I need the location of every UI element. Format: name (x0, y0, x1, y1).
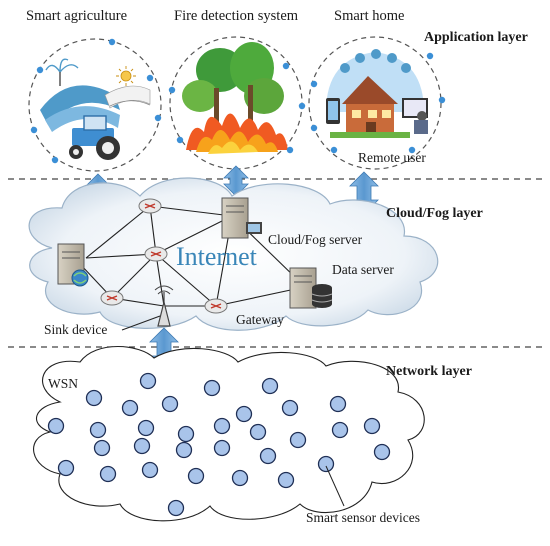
sensor-node (259, 447, 277, 465)
sensor-node (133, 437, 151, 455)
sensor-node (187, 467, 205, 485)
sensor-node (329, 395, 347, 413)
label-fire-detection: Fire detection system (174, 8, 299, 24)
label-remote-user: Remote user (358, 150, 426, 165)
app-circle-fire (168, 36, 306, 174)
sensor-node (331, 421, 349, 439)
label-cloud-fog-layer: Cloud/Fog layer (386, 206, 483, 221)
label-application-layer: Application layer (424, 30, 528, 45)
router-center (144, 246, 168, 262)
sensor-node (277, 471, 295, 489)
internet-cloud (28, 177, 439, 331)
sensor-node (203, 379, 221, 397)
router-gateway (204, 298, 228, 314)
sensor-node (231, 469, 249, 487)
label-smart-sensor-devices: Smart sensor devices (306, 510, 420, 525)
sink-device-icon (154, 285, 174, 327)
label-gateway: Gateway (236, 312, 284, 327)
sensor-node (93, 439, 111, 457)
sensor-node (373, 443, 391, 461)
cloud-fog-server-icon (221, 197, 262, 239)
label-internet: Internet (176, 242, 257, 271)
sensor-node (85, 389, 103, 407)
sensor-nodes (47, 372, 391, 517)
label-network-layer: Network layer (386, 364, 472, 379)
label-cloud-fog-server: Cloud/Fog server (268, 232, 363, 247)
sensor-node (249, 423, 267, 441)
web-server-icon (57, 243, 89, 287)
network-links (79, 205, 301, 307)
label-wsn: WSN (48, 376, 78, 391)
sensor-node (57, 459, 75, 477)
sensor-node (167, 499, 185, 517)
sensor-node (175, 441, 193, 459)
router-top (138, 198, 162, 214)
label-sink-device: Sink device (44, 322, 108, 337)
sensor-node (47, 417, 65, 435)
sensor-node (281, 399, 299, 417)
label-data-server: Data server (332, 262, 394, 277)
sensor-node (213, 439, 231, 457)
sensor-node (235, 405, 253, 423)
data-server-icon (289, 267, 333, 309)
wsn-cloud (33, 345, 425, 522)
sensor-node (99, 465, 117, 483)
sensor-node (213, 417, 231, 435)
sink-device-pointer (121, 315, 161, 331)
sensor-node (137, 419, 155, 437)
label-smart-agriculture: Smart agriculture (26, 8, 128, 24)
sensor-node (363, 417, 381, 435)
sensor-node (289, 431, 307, 449)
sensor-node (317, 455, 335, 473)
sensor-node (177, 425, 195, 443)
sensor-node (89, 421, 107, 439)
sensor-node (261, 377, 279, 395)
label-smart-home: Smart home (334, 8, 405, 24)
sensor-node (139, 372, 157, 390)
sensor-pointer (325, 465, 345, 507)
sensor-node (121, 399, 139, 417)
router-left (100, 290, 124, 306)
app-circle-home (308, 36, 446, 170)
sensor-node (141, 461, 159, 479)
app-circle-agriculture (28, 38, 162, 172)
sensor-node (161, 395, 179, 413)
